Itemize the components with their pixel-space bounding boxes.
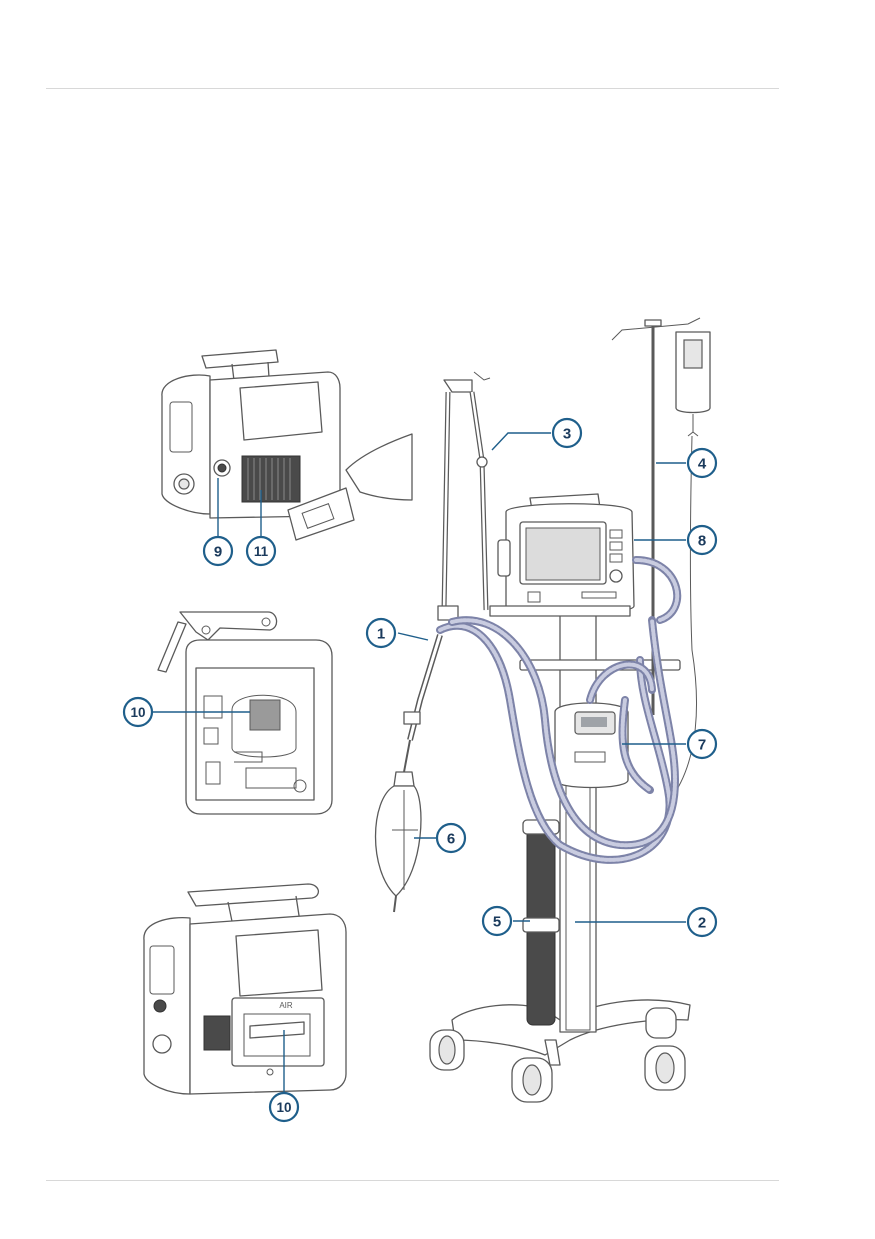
oxygen-cylinder (522, 819, 560, 1026)
svg-text:9: 9 (214, 544, 222, 561)
callout-10-bottom: 10 (268, 1030, 300, 1123)
header-rule (46, 88, 779, 89)
svg-text:5: 5 (493, 914, 501, 931)
callout-1: 1 (365, 617, 429, 649)
svg-text:6: 6 (447, 831, 455, 848)
svg-text:10: 10 (130, 705, 145, 720)
reservoir-bag (374, 785, 422, 897)
svg-text:3: 3 (563, 426, 571, 443)
callout-9: 9 (202, 478, 234, 567)
callout-7: 7 (622, 728, 718, 760)
breathing-hoses (436, 556, 682, 864)
humidifier (554, 702, 629, 789)
ventilator-buttons (609, 529, 623, 583)
svg-text:4: 4 (698, 456, 707, 473)
footer-rule (46, 1180, 779, 1181)
caster-wheel-2 (511, 1057, 553, 1103)
callout-10-side: 10 (122, 696, 250, 728)
callout-6: 6 (414, 822, 467, 854)
detail-air-outlet: AIR (143, 883, 347, 1095)
callout-4: 4 (656, 447, 718, 479)
svg-text:8: 8 (698, 533, 706, 550)
ventilator-main-unit (489, 493, 635, 617)
callout-11: 11 (245, 490, 277, 567)
caster-wheel-4 (645, 1007, 677, 1039)
svg-text:2: 2 (698, 915, 706, 932)
hand-inserting-filter (345, 433, 413, 501)
svg-text:7: 7 (698, 737, 706, 754)
air-label: AIR (279, 1001, 293, 1010)
test-lung-assembly (374, 634, 443, 913)
callout-2: 2 (575, 906, 718, 938)
callout-3: 3 (491, 417, 583, 451)
callout-8: 8 (634, 524, 718, 556)
detail-air-inlet-filter (161, 349, 413, 541)
caster-wheel-3 (644, 1045, 686, 1091)
callout-5: 5 (481, 905, 530, 937)
caster-wheel-1 (429, 1029, 465, 1071)
detail-side-panel (157, 611, 333, 815)
svg-text:10: 10 (276, 1100, 291, 1115)
svg-text:1: 1 (377, 626, 385, 643)
support-arm (437, 371, 491, 621)
svg-text:11: 11 (254, 544, 269, 559)
